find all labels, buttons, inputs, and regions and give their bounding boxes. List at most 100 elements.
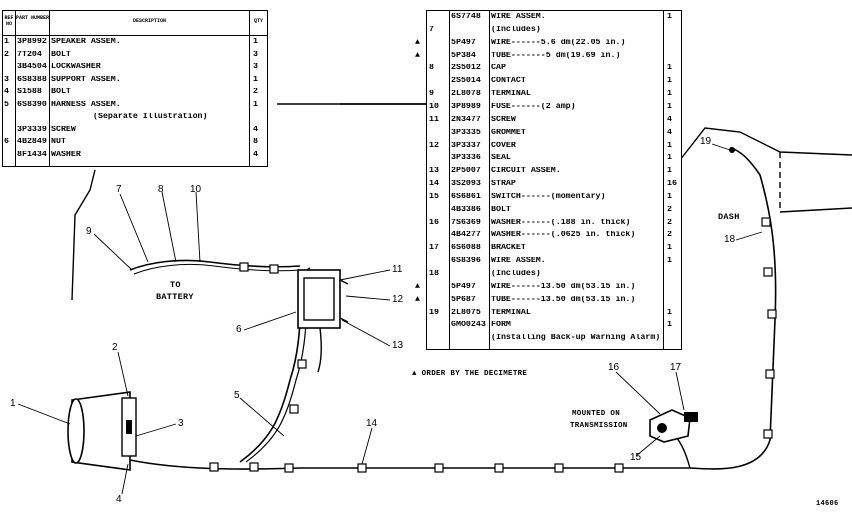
cell-ref: 13 <box>429 167 439 176</box>
cell-qty: 1 <box>253 75 258 84</box>
header-ref: REF NO <box>4 15 14 27</box>
cell-desc: NUT <box>51 138 66 146</box>
cell-part: 4B2849 <box>17 138 47 146</box>
cell-qty: 1 <box>667 308 672 317</box>
header-part-number: PART NUMBER <box>16 15 50 21</box>
right-table-row: 2S5014 CONTACT 1 <box>427 77 681 86</box>
callout-8: 8 <box>158 184 164 195</box>
left-table-row: (Separate Illustration) <box>3 113 267 122</box>
cell-qty: 1 <box>667 192 672 201</box>
cell-part: 6S8396 <box>451 257 481 266</box>
callout-13: 13 <box>392 340 404 351</box>
cell-part: 3S2093 <box>451 180 481 189</box>
cell-part: S1588 <box>17 88 42 96</box>
cell-desc: WIRE------13.50 dm(53.15 in.) <box>491 282 636 291</box>
cell-qty: 4 <box>253 150 258 159</box>
cell-ref: 6 <box>4 138 9 146</box>
callout-16: 16 <box>608 362 620 373</box>
cell-qty: 2 <box>667 231 672 240</box>
cell-qty: 1 <box>667 102 672 111</box>
control-box-lead <box>317 327 323 373</box>
cell-desc: WASHER <box>51 150 81 159</box>
cell-mark: ▲ <box>415 294 420 304</box>
cell-desc: TERMINAL <box>491 308 531 317</box>
callout-5: 5 <box>234 390 240 401</box>
right-table-row: 6S8396 WIRE ASSEM. 1 <box>427 257 681 266</box>
cell-part: 5P384 <box>451 51 476 60</box>
cell-qty: 1 <box>667 13 672 21</box>
cell-ref: 17 <box>429 244 439 253</box>
cell-part: 2N3477 <box>451 115 481 124</box>
cell-desc: SCREW <box>491 115 516 124</box>
cell-desc: STRAP <box>491 180 516 189</box>
caption-battery: BATTERY <box>156 292 194 302</box>
cell-ref: 4 <box>4 88 9 96</box>
cell-desc: SPEAKER ASSEM. <box>51 38 121 46</box>
cell-desc: SUPPORT ASSEM. <box>51 75 121 84</box>
cell-ref: 19 <box>429 308 439 317</box>
cell-qty: 8 <box>253 138 258 146</box>
cell-desc: CONTACT <box>491 77 526 86</box>
cell-desc: (Installing Back-up Warning Alarm) <box>491 334 661 343</box>
cell-part: 3B4504 <box>17 63 47 71</box>
cell-ref: 7 <box>429 25 434 34</box>
cell-qty: 1 <box>667 257 672 266</box>
cell-desc: SWITCH------(momentary) <box>491 192 606 201</box>
cell-desc: FUSE------(2 amp) <box>491 102 576 111</box>
cell-part: 2S5014 <box>451 77 481 86</box>
terminal-19 <box>729 147 735 153</box>
cell-desc: TUBE------13.50 dm(53.15 in.) <box>491 295 636 304</box>
callout-4: 4 <box>116 494 122 505</box>
cell-qty: 3 <box>253 50 258 59</box>
cell-qty: 1 <box>667 167 672 176</box>
cell-part: 3P3335 <box>451 128 481 137</box>
cell-ref: 14 <box>429 180 439 189</box>
caption-to: TO <box>170 280 181 290</box>
cell-part: 6S6861 <box>451 192 481 201</box>
callout-15: 15 <box>630 452 642 463</box>
cell-part: 3P8989 <box>451 102 481 111</box>
cell-desc: COVER <box>491 141 516 150</box>
cell-desc: WIRE ASSEM. <box>491 257 546 266</box>
cell-part: 7T204 <box>17 50 42 59</box>
cell-desc: WIRE ASSEM. <box>491 13 546 21</box>
speaker-bell <box>67 398 85 464</box>
callout-2: 2 <box>112 342 118 353</box>
dash-panel-lower <box>779 207 852 213</box>
cell-qty: 4 <box>667 115 672 124</box>
cell-qty: 1 <box>253 38 258 46</box>
figure-number: 14606 <box>816 500 839 508</box>
cell-ref: 1 <box>4 38 9 46</box>
cell-desc: TUBE-------5 dm(19.69 in.) <box>491 51 621 60</box>
callout-12: 12 <box>392 294 404 305</box>
cell-qty: 1 <box>667 154 672 163</box>
control-box-cover <box>303 277 335 321</box>
cell-part: 7S6369 <box>451 218 481 227</box>
footnote-order-by-decimetre: ▲ ORDER BY THE DECIMETRE <box>412 370 528 378</box>
cell-qty: 2 <box>667 218 672 227</box>
callout-7: 7 <box>116 184 122 195</box>
cell-qty: 1 <box>667 141 672 150</box>
cell-part: 5P687 <box>451 295 476 304</box>
main-harness <box>129 147 777 470</box>
callout-11: 11 <box>392 264 403 275</box>
cell-qty: 1 <box>667 77 672 86</box>
leader-lines <box>17 143 763 495</box>
